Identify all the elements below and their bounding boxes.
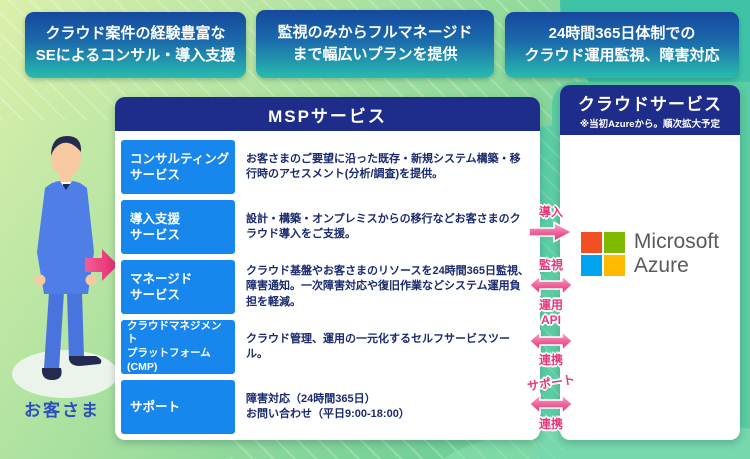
customer-label: お客さま bbox=[24, 401, 100, 420]
msp-row-managed: マネージド サービス クラウド基盤やお客さまのリソースを24時間365日監視、障… bbox=[115, 260, 540, 314]
arrow-both-kanshi-unyo bbox=[528, 274, 574, 296]
flow-label-unyo: 運用 bbox=[538, 298, 563, 312]
msp-row-deployment: 導入支援 サービス 設計・構築・オンプレミスからの移行などお客さまのクラウド導入… bbox=[115, 200, 540, 254]
msp-title: MSPサービス bbox=[115, 97, 540, 131]
banner-plans: 監視のみからフルマネージド まで幅広いプランを提供 bbox=[256, 10, 494, 78]
cloud-subtitle: ※当初Azureから。順次拡大予定 bbox=[579, 119, 721, 130]
msp-row-label: 導入支援 サービス bbox=[121, 200, 235, 254]
arrow-both-support-renkei bbox=[528, 393, 574, 415]
microsoft-logo-icon bbox=[580, 231, 625, 276]
flow-label-renkei-1: 連携 bbox=[538, 353, 563, 367]
hair bbox=[51, 136, 82, 156]
msp-row-cmp: クラウドマネジメント プラットフォーム (CMP) クラウド管理、運用の一元化す… bbox=[115, 320, 540, 374]
msp-row-label: コンサルティング サービス bbox=[121, 140, 235, 194]
msp-row-label: クラウドマネジメント プラットフォーム (CMP) bbox=[121, 320, 235, 374]
azure-wordmark: Microsoft Azure bbox=[633, 230, 720, 277]
flow-label-kanshi: 監視 bbox=[538, 258, 563, 272]
msp-row-label: サポート bbox=[121, 380, 235, 434]
cloud-service-panel: クラウドサービス ※当初Azureから。順次拡大予定 Microsoft Azu… bbox=[560, 85, 740, 440]
msp-panel: MSPサービス コンサルティング サービス お客さまのご要望に沿った既存・新規シ… bbox=[115, 97, 540, 440]
flow-label-donyu: 導入 bbox=[538, 205, 563, 219]
msp-row-desc: お客さまのご要望に沿った既存・新規システム構築・移行時のアセスメント(分析/調査… bbox=[246, 152, 521, 180]
arrow-right-donyu bbox=[528, 221, 574, 243]
msp-row-desc: 障害対応（24時間365日） お問い合わせ（平日9:00-18:00） bbox=[246, 392, 410, 420]
cloud-header: クラウドサービス ※当初Azureから。順次拡大予定 bbox=[560, 85, 740, 135]
msp-row-desc: クラウド管理、運用の一元化するセルフサービスツール。 bbox=[246, 332, 510, 360]
msp-row-support: サポート 障害対応（24時間365日） お問い合わせ（平日9:00-18:00） bbox=[115, 380, 540, 434]
flow-label-api: API bbox=[540, 313, 561, 327]
msp-row-desc: クラウド基盤やお客さまのリソースを24時間365日監視、障害通知。一次障害対応や… bbox=[246, 264, 530, 308]
msp-row-consulting: コンサルティング サービス お客さまのご要望に沿った既存・新規システム構築・移行… bbox=[115, 140, 540, 194]
floor-ellipse bbox=[12, 350, 118, 398]
banner-24x365: 24時間365日体制での クラウド運用監視、障害対応 bbox=[505, 12, 739, 78]
suit-jacket bbox=[37, 181, 94, 294]
customer-illustration bbox=[12, 136, 118, 398]
cloud-title: クラウドサービス bbox=[578, 95, 722, 114]
msp-row-label: マネージド サービス bbox=[121, 260, 235, 314]
azure-logo: Microsoft Azure bbox=[560, 230, 740, 277]
flow-label-renkei-2: 連携 bbox=[538, 417, 563, 431]
banner-consulting: クラウド案件の経験豊富な SEによるコンサル・導入支援 bbox=[25, 12, 246, 78]
arrow-both-api-renkei bbox=[528, 330, 574, 352]
msp-row-desc: 設計・構築・オンプレミスからの移行などお客さまのクラウド導入をご支援。 bbox=[246, 212, 521, 240]
customer-to-msp-arrow bbox=[85, 249, 118, 281]
